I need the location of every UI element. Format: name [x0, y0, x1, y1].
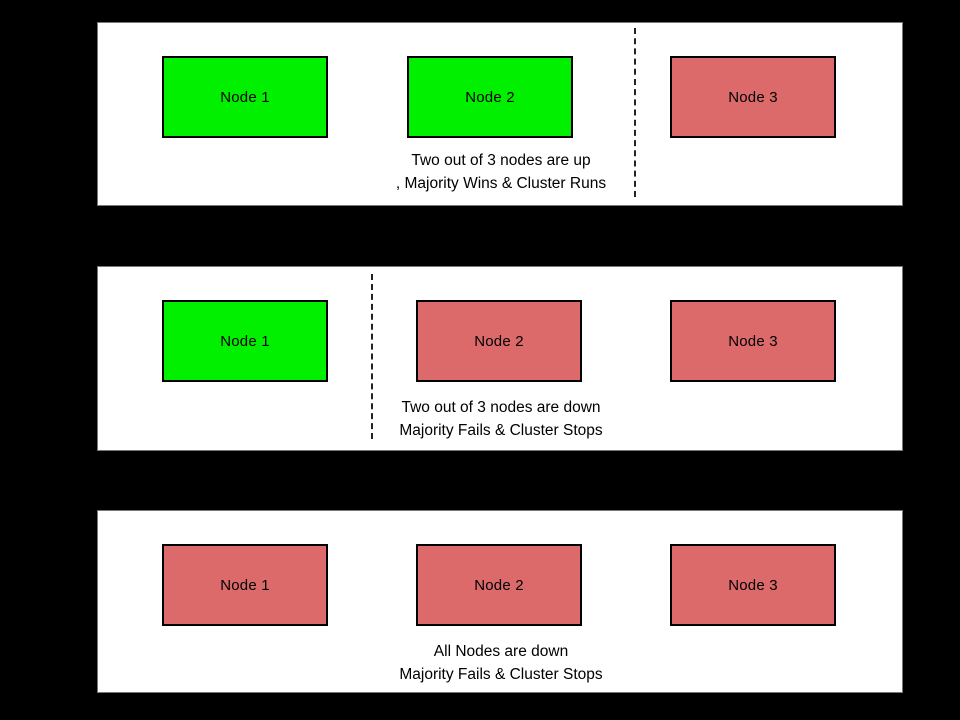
node-label: Node 2 [474, 332, 524, 350]
node-label: Node 2 [474, 576, 524, 594]
node-label: Node 2 [465, 88, 515, 106]
node-box-1[interactable]: Node 1 [162, 544, 328, 626]
node-box-2[interactable]: Node 2 [416, 544, 582, 626]
node-box-2[interactable]: Node 2 [416, 300, 582, 382]
panel-caption: Two out of 3 nodes are down Majority Fai… [98, 396, 904, 442]
caption-line-1: All Nodes are down [433, 643, 569, 660]
node-label: Node 1 [220, 332, 270, 350]
node-label: Node 1 [220, 576, 270, 594]
node-box-3[interactable]: Node 3 [670, 544, 836, 626]
node-label: Node 3 [728, 576, 778, 594]
caption-line-1: Two out of 3 nodes are up [411, 152, 591, 169]
panel-caption: All Nodes are down Majority Fails & Clus… [98, 640, 904, 686]
node-box-1[interactable]: Node 1 [162, 300, 328, 382]
node-label: Node 3 [728, 88, 778, 106]
caption-line-2: Majority Fails & Cluster Stops [399, 422, 603, 439]
scenario-panel-all-down: Node 1 Node 2 Node 3 All Nodes are down … [97, 510, 903, 693]
scenario-panel-two-down: Node 1 Node 2 Node 3 Two out of 3 nodes … [97, 266, 903, 451]
caption-line-1: Two out of 3 nodes are down [401, 399, 601, 416]
quorum-divider-line [371, 274, 373, 439]
node-label: Node 1 [220, 88, 270, 106]
node-box-3[interactable]: Node 3 [670, 300, 836, 382]
caption-line-2: , Majority Wins & Cluster Runs [395, 175, 607, 192]
caption-line-2: Majority Fails & Cluster Stops [399, 666, 603, 683]
node-label: Node 3 [728, 332, 778, 350]
node-box-3[interactable]: Node 3 [670, 56, 836, 138]
panel-caption: Two out of 3 nodes are up , Majority Win… [98, 149, 904, 195]
scenario-panel-two-up: Node 1 Node 2 Node 3 Two out of 3 nodes … [97, 22, 903, 206]
node-box-2[interactable]: Node 2 [407, 56, 573, 138]
node-box-1[interactable]: Node 1 [162, 56, 328, 138]
quorum-divider-line [634, 28, 636, 197]
